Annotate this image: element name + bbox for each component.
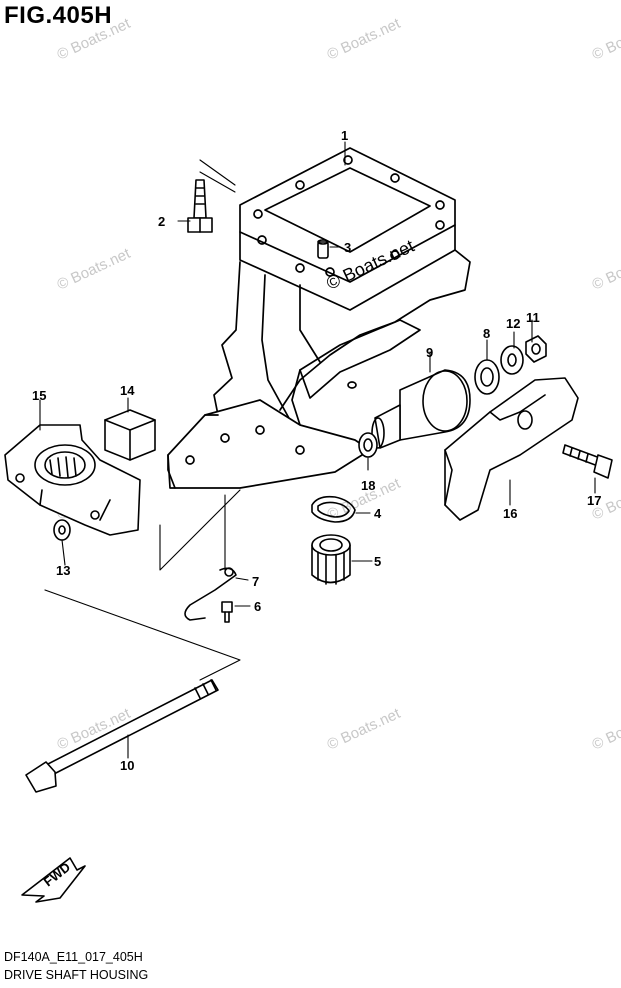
callout-17: 17 [587,493,601,508]
callout-3: 3 [344,240,351,255]
figure-title: FIG.405H [4,2,113,29]
watermark: © Boats.net [590,705,621,754]
callout-1: 1 [341,128,348,143]
long-bolt [25,679,219,793]
watermark: © Boats.net [55,15,134,64]
callout-18: 18 [361,478,375,493]
nut-11 [525,335,547,363]
dowel-pin [317,239,329,259]
callout-12: 12 [506,316,520,331]
leader-lines [39,141,596,759]
mount-bushing [371,369,471,449]
callout-5: 5 [374,554,381,569]
callout-16: 16 [503,506,517,521]
callout-10: 10 [120,758,134,773]
callout-6: 6 [254,599,261,614]
clamp-bracket [4,424,141,536]
drawing-code: DF140A_E11_017_405H [4,950,143,964]
drive-shaft-housing [167,147,471,489]
washer-13 [53,519,71,541]
callout-4: 4 [374,506,382,521]
callout-7: 7 [252,574,259,589]
seal-ring [311,495,356,523]
bolt-2 [187,179,213,233]
watermark: © Boats.net [325,15,404,64]
callout-2: 2 [158,214,165,229]
watermark: © Boats.net [590,245,621,294]
watermark: © Boats.net [590,15,621,64]
callout-15: 15 [32,388,46,403]
washer-18 [358,432,378,458]
bolt-17 [562,444,613,479]
callout-14: 14 [120,383,135,398]
fwd-arrow: FWD [21,857,86,903]
mount-cover [444,377,579,521]
screw-6 [221,601,233,623]
washer-8 [474,359,500,395]
callout-labels: 1 2 3 4 5 6 7 8 9 10 11 12 13 14 15 16 1… [32,128,601,773]
rubber-block [104,409,156,461]
bearing [311,534,351,585]
wire-clip [184,567,237,621]
watermark: © Boats.net [325,705,404,754]
figure-caption: DRIVE SHAFT HOUSING [4,968,149,982]
callout-8: 8 [483,326,490,341]
watermark: © Boats.net [55,245,134,294]
washer-12 [500,345,524,375]
callout-11: 11 [526,310,540,325]
callout-9: 9 [426,345,433,360]
callout-13: 13 [56,563,70,578]
